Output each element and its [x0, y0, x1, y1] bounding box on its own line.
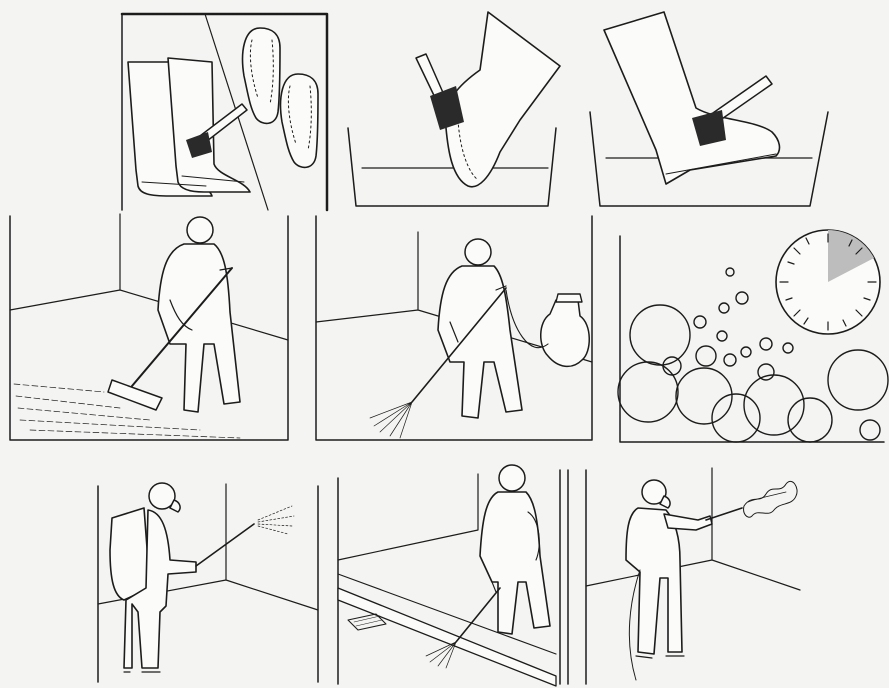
panel-pressure-spray-fog — [586, 468, 800, 684]
spraying-person — [438, 239, 522, 418]
scrub-brush — [416, 54, 464, 130]
panel-scrub-boot-sole-in-tub — [348, 12, 560, 206]
rubber-boots — [128, 58, 250, 196]
clock-icon — [776, 230, 880, 334]
pump-sprayer — [506, 290, 589, 366]
panel-spray-floor-with-sprayer — [316, 216, 592, 440]
floor-gutter — [338, 574, 556, 686]
panel-wand-spray-floor-drain — [338, 465, 568, 686]
fog-cloud — [744, 481, 797, 517]
backpack-sprayer-person — [110, 483, 196, 672]
raised-boot — [445, 12, 560, 187]
panel-scrub-boot-toe-in-tub — [590, 12, 828, 206]
panel-disinfectant-contact-time — [618, 230, 888, 442]
boot-sole-prints — [243, 28, 318, 167]
panel-sweep-floor-with-broom — [10, 214, 288, 440]
panel-boots-brush-and-soles — [122, 14, 327, 210]
spray-wand — [196, 506, 294, 566]
pressure-sprayer-person — [626, 480, 712, 680]
sweeping-person — [158, 217, 240, 412]
panel-backpack-spray-walls — [98, 483, 318, 682]
wand-person — [480, 465, 550, 634]
